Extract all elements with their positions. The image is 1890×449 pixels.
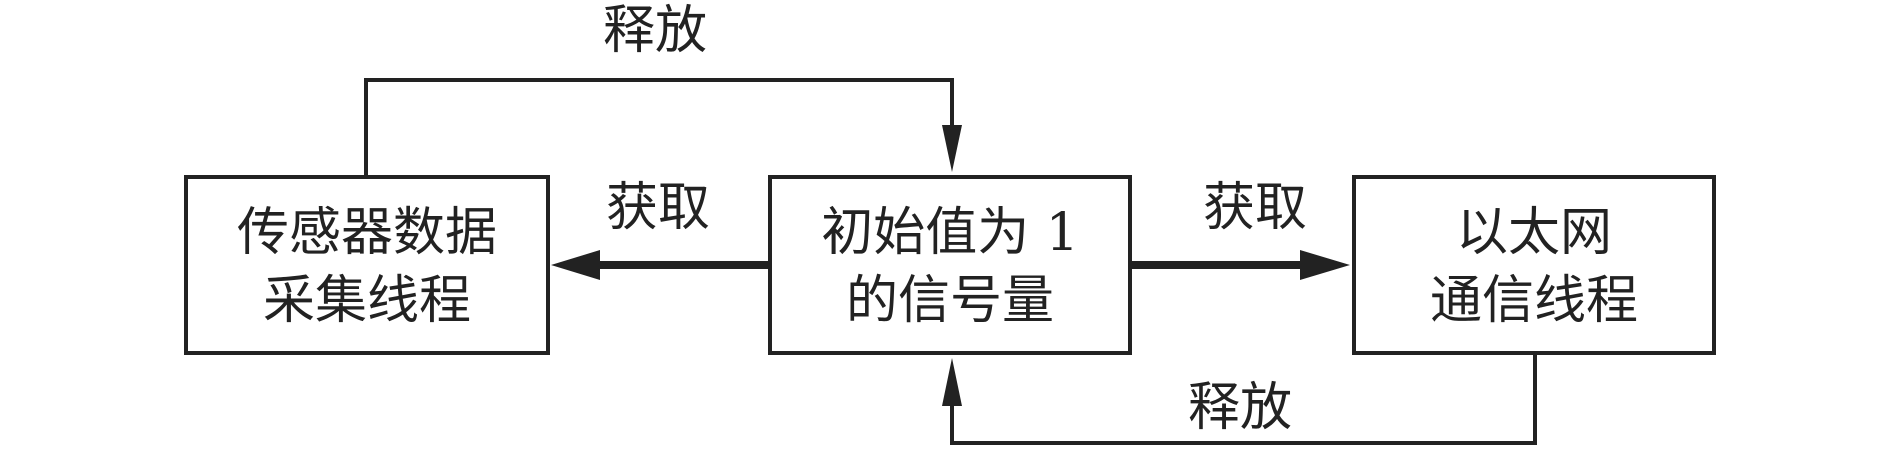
edge-acquire-right: 获取: [1130, 178, 1350, 280]
label-acquire-right: 获取: [1203, 178, 1307, 238]
node-ethernet-line2: 通信线程: [1430, 271, 1638, 331]
arrow-left-icon: [551, 250, 600, 280]
label-release-bottom: 释放: [1188, 378, 1292, 438]
arrow-down-icon: [942, 125, 962, 172]
node-sensor-line2: 采集线程: [263, 271, 471, 331]
edge-release-top: 释放: [364, 1, 962, 177]
edge-release-bottom: 释放: [942, 353, 1537, 445]
arrow-right-icon: [1300, 250, 1350, 280]
edge-acquire-left: 获取: [551, 178, 770, 280]
label-release-top: 释放: [603, 1, 707, 61]
node-sensor-line1: 传感器数据: [237, 203, 497, 263]
label-acquire-left: 获取: [606, 178, 710, 238]
node-semaphore-line2: 的信号量: [846, 271, 1054, 331]
node-semaphore: 初始值为 1 的信号量: [768, 175, 1132, 355]
node-sensor-thread: 传感器数据 采集线程: [184, 175, 550, 355]
node-ethernet-line1: 以太网: [1456, 203, 1612, 263]
node-semaphore-line1: 初始值为 1: [821, 203, 1079, 263]
arrow-up-icon: [942, 358, 962, 406]
node-ethernet-thread: 以太网 通信线程: [1352, 175, 1716, 355]
